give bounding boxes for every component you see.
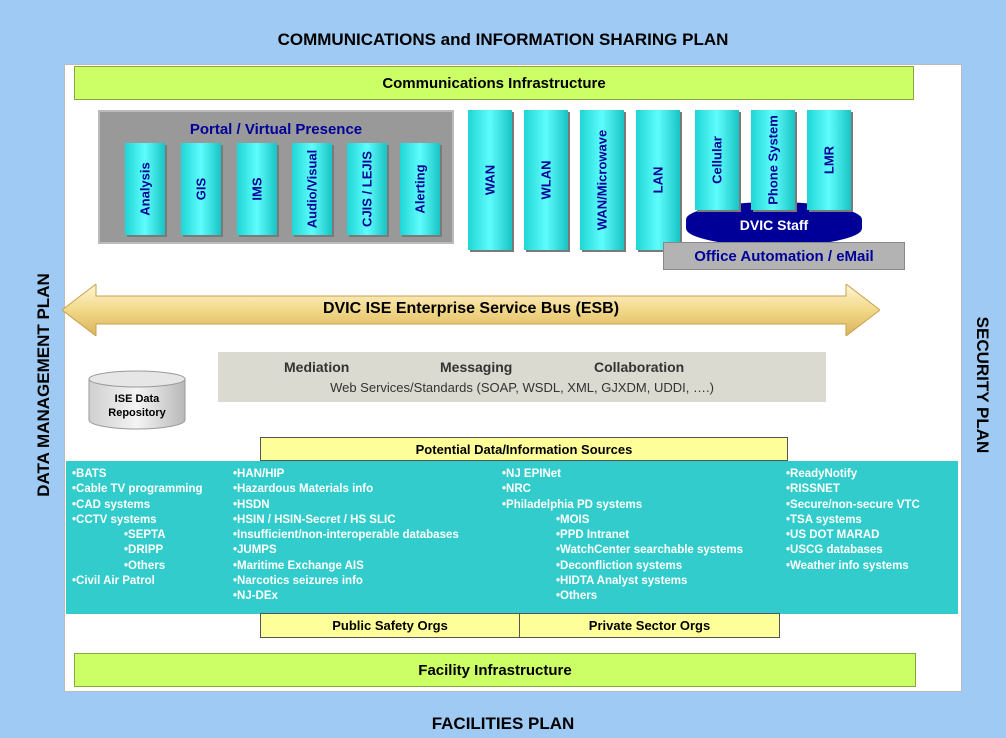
public-safety-orgs-box: Public Safety Orgs (260, 613, 520, 638)
mediation-label: Mediation (284, 359, 350, 375)
collaboration-label: Collaboration (594, 359, 685, 375)
source-item: •HSDN (233, 498, 270, 511)
source-item: •WatchCenter searchable systems (556, 544, 744, 557)
network-column-label: WAN (482, 164, 498, 196)
data-sources-panel (66, 461, 958, 614)
network-column-label: Phone System (765, 115, 781, 205)
messaging-label: Messaging (440, 359, 513, 375)
source-item: •TSA systems (786, 513, 862, 526)
dvic-staff-label: DVIC Staff (739, 217, 809, 233)
portal-column-gis: GIS (181, 143, 221, 235)
portal-column-audio-visual: Audio/Visual (292, 143, 332, 235)
network-column-wlan: WLAN (524, 110, 568, 250)
network-column-label: LMR (821, 145, 837, 175)
services-panel (218, 352, 826, 402)
source-item: •HAN/HIP (233, 468, 285, 480)
source-item: •ReadyNotify (786, 468, 858, 480)
source-item: •NRC (502, 483, 531, 496)
source-item: •USCG databases (786, 544, 883, 557)
source-item: •NJ-DEx (233, 590, 278, 603)
source-item: •RISSNET (786, 483, 840, 496)
source-item: •CCTV systems (72, 513, 157, 526)
web-services-standards: Web Services/Standards (SOAP, WSDL, XML,… (330, 380, 714, 395)
network-column-phone-system: Phone System (751, 110, 795, 210)
source-item: •Cable TV programming (72, 483, 203, 496)
source-item: •DRIPP (124, 544, 164, 557)
source-item: •Weather info systems (786, 559, 909, 572)
facilities-plan-title: FACILITIES PLAN (431, 714, 575, 733)
portal-column-cjis-lejis: CJIS / LEJIS (347, 143, 387, 235)
source-item: •NJ EPINet (502, 468, 561, 480)
repository-label-line: ISE Data (114, 393, 160, 405)
network-column-label: Cellular (709, 136, 725, 184)
sources-column-2: •HAN/HIP •Hazardous Materials info •HSDN… (233, 467, 459, 605)
portal-column-analysis: Analysis (125, 143, 165, 235)
portal-title: Portal / Virtual Presence (189, 121, 363, 138)
network-column-label: LAN (650, 166, 666, 194)
source-item: •Deconfliction systems (556, 559, 683, 572)
source-item: •US DOT MARAD (786, 529, 880, 542)
source-item: •Secure/non-secure VTC (786, 498, 920, 511)
source-item: •Others (556, 590, 598, 603)
network-column-lan: LAN (636, 110, 680, 250)
sources-column-1: •BATS •Cable TV programming •CAD systems… (72, 467, 203, 589)
communications-infrastructure-bar: Communications Infrastructure (74, 66, 914, 100)
network-column-wan-microwave: WAN/Microwave (580, 110, 624, 250)
portal-column-label: Alerting (412, 164, 428, 214)
network-column-label: WAN/Microwave (594, 129, 610, 231)
sources-column-3: •NJ EPINet •NRC •Philadelphia PD systems… (502, 467, 743, 605)
private-sector-orgs-box: Private Sector Orgs (519, 613, 780, 638)
sources-column-4: •ReadyNotify •RISSNET •Secure/non-secure… (786, 467, 920, 574)
source-item: •Philadelphia PD systems (502, 498, 643, 511)
network-column-cellular: Cellular (695, 110, 739, 210)
comm-plan-title: COMMUNICATIONS and INFORMATION SHARING P… (277, 30, 729, 49)
potential-sources-title: Potential Data/Information Sources (260, 437, 788, 461)
portal-column-label: Analysis (137, 162, 153, 216)
source-item: •PPD Intranet (556, 529, 630, 542)
portal-column-label: Audio/Visual (304, 149, 320, 229)
data-repository-cylinder-icon (88, 370, 186, 430)
source-item: •MOIS (556, 513, 590, 526)
data-management-plan-title: DATA MANAGEMENT PLAN (34, 273, 53, 497)
source-item: •Hazardous Materials info (233, 483, 374, 496)
security-plan-title: SECURITY PLAN (973, 316, 992, 454)
esb-label: DVIC ISE Enterprise Service Bus (ESB) (322, 300, 620, 317)
source-item: •Insufficient/non-interoperable database… (233, 529, 459, 542)
portal-column-alerting: Alerting (400, 143, 440, 235)
facility-infrastructure-bar: Facility Infrastructure (74, 653, 916, 687)
source-item: •HSIN / HSIN-Secret / HS SLIC (233, 513, 396, 526)
source-item: •CAD systems (72, 498, 151, 511)
network-column-label: WLAN (538, 160, 554, 200)
network-column-wan: WAN (468, 110, 512, 250)
portal-column-label: CJIS / LEJIS (359, 151, 375, 227)
portal-column-label: IMS (249, 177, 265, 201)
source-item: •Civil Air Patrol (72, 575, 155, 588)
repository-label-line: Repository (108, 407, 166, 419)
source-item: •HIDTA Analyst systems (556, 575, 688, 588)
source-item: •BATS (72, 468, 107, 480)
source-item: •Others (124, 559, 166, 572)
esb-double-arrow (62, 284, 880, 336)
source-item: •Maritime Exchange AIS (233, 559, 364, 572)
source-item: •Narcotics seizures info (233, 575, 363, 588)
portal-column-ims: IMS (237, 143, 277, 235)
source-item: •SEPTA (124, 529, 166, 542)
portal-column-label: GIS (193, 177, 209, 201)
network-column-lmr: LMR (807, 110, 851, 210)
office-automation-box: Office Automation / eMail (663, 242, 905, 270)
source-item: •JUMPS (233, 544, 277, 557)
